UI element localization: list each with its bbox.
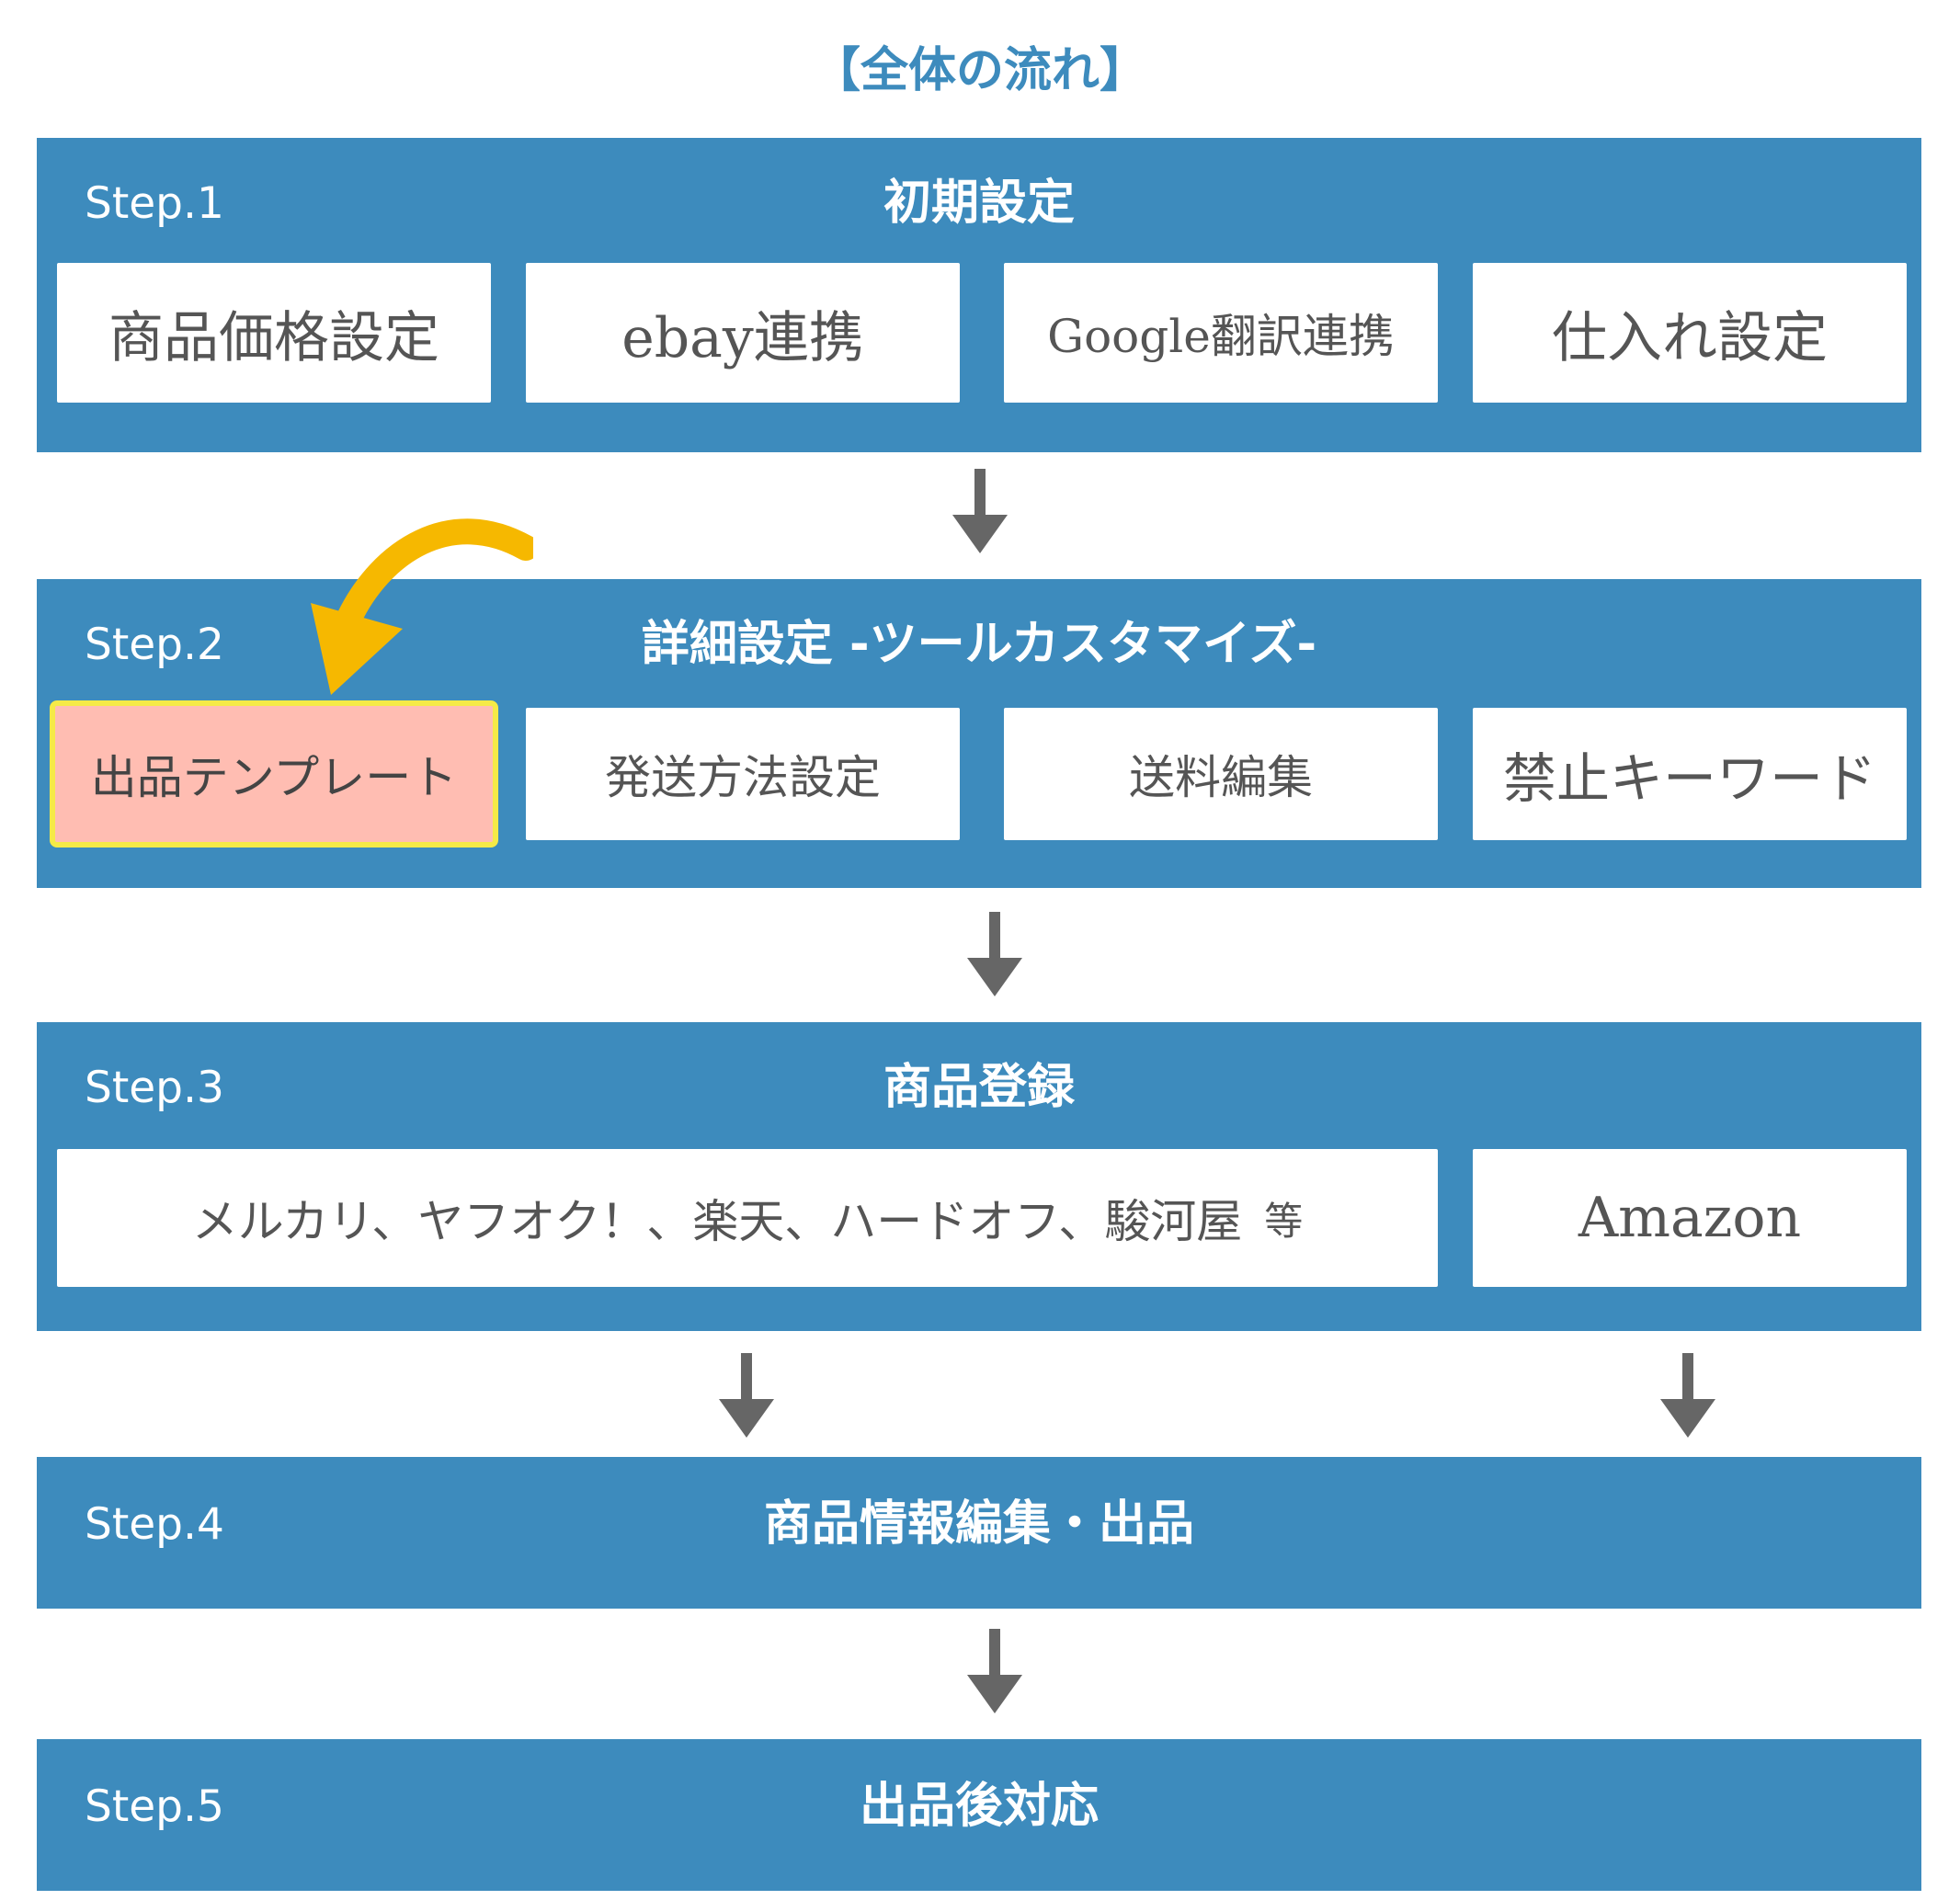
item-shipping-fee-edit: 送料編集 bbox=[1004, 708, 1438, 840]
step-3-title: 商品登録 bbox=[883, 1060, 1075, 1115]
step-1: Step.1 初期設定 商品価格設定 ebay連携 Google翻訳連携 仕入れ… bbox=[37, 138, 1921, 452]
step-4-label: Step.4 bbox=[85, 1499, 224, 1550]
item-google-translate-link: Google翻訳連携 bbox=[1004, 263, 1438, 403]
item-banned-keywords: 禁止キーワード bbox=[1473, 708, 1907, 840]
arrow-down-icon bbox=[719, 1353, 774, 1438]
item-amazon: Amazon bbox=[1473, 1149, 1907, 1287]
arrow-down-icon bbox=[952, 469, 1008, 553]
step-5-label: Step.5 bbox=[85, 1781, 224, 1832]
arrow-down-icon bbox=[967, 1629, 1022, 1713]
step-1-title: 初期設定 bbox=[883, 176, 1075, 231]
item-ebay-link: ebay連携 bbox=[526, 263, 960, 403]
page-title: 【全体の流れ】 bbox=[812, 43, 1147, 98]
step-1-label: Step.1 bbox=[85, 178, 224, 229]
item-purchase-settings: 仕入れ設定 bbox=[1473, 263, 1907, 403]
item-domestic-marketplaces: メルカリ、ヤフオク！、楽天、ハードオフ、駿河屋 等 bbox=[57, 1149, 1438, 1287]
step-4-title: 商品情報編集・出品 bbox=[763, 1496, 1194, 1552]
step-5-title: 出品後対応 bbox=[859, 1779, 1099, 1834]
step-5: Step.5 出品後対応 bbox=[37, 1739, 1921, 1891]
item-shipping-method: 発送方法設定 bbox=[526, 708, 960, 840]
step-3-label: Step.3 bbox=[85, 1063, 224, 1113]
step-2-title: 詳細設定 -ツールカスタマイズ- bbox=[641, 617, 1317, 672]
step-3: Step.3 商品登録 メルカリ、ヤフオク！、楽天、ハードオフ、駿河屋 等 Am… bbox=[37, 1022, 1921, 1331]
item-domestic-marketplaces-suffix: 等 bbox=[1264, 1198, 1304, 1244]
step-2-label: Step.2 bbox=[85, 620, 224, 670]
step-2: Step.2 詳細設定 -ツールカスタマイズ- 出品テンプレート 発送方法設定 … bbox=[37, 579, 1921, 888]
item-listing-template: 出品テンプレート bbox=[50, 700, 498, 848]
arrow-down-icon bbox=[967, 912, 1022, 996]
arrow-down-icon bbox=[1660, 1353, 1715, 1438]
item-domestic-marketplaces-label: メルカリ、ヤフオク！、楽天、ハードオフ、駿河屋 bbox=[191, 1195, 1243, 1248]
item-price-settings: 商品価格設定 bbox=[57, 263, 491, 403]
curved-arrow-icon bbox=[311, 518, 533, 695]
step-4: Step.4 商品情報編集・出品 bbox=[37, 1457, 1921, 1609]
